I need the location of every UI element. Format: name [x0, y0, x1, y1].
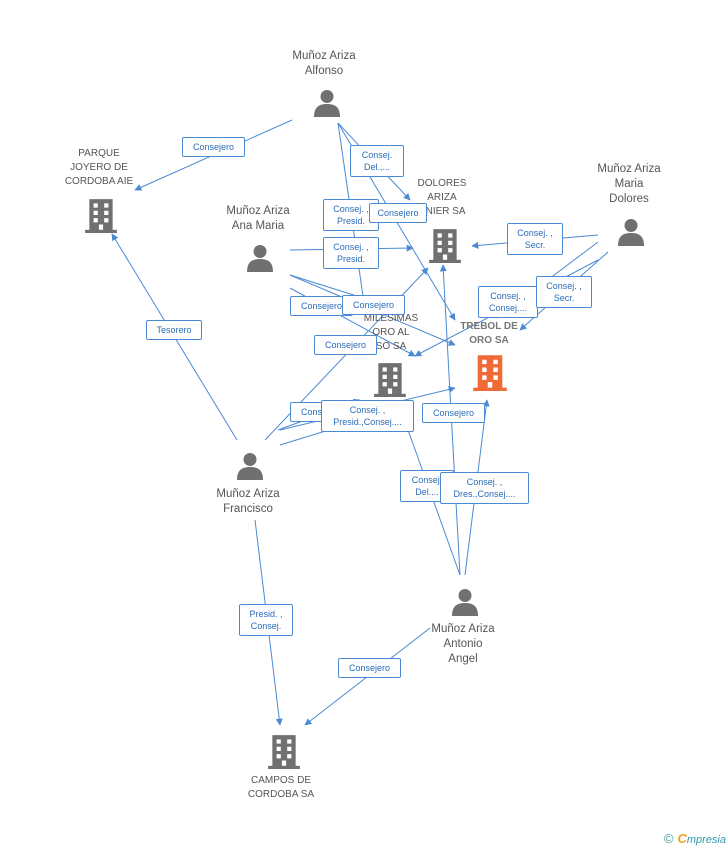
name-line: Muñoz Ariza: [226, 205, 290, 217]
name-line: Antonio: [443, 638, 483, 650]
name-line: CORDOBA SA: [247, 789, 315, 800]
person-icon[interactable]: [314, 90, 340, 117]
edge-label-line: Presid.: [336, 216, 365, 226]
logo-initial: C: [677, 831, 687, 846]
node-label-milesimas[interactable]: MILESIMAS ORO AL SO SA: [321, 312, 461, 354]
name-line: Ana Maria: [231, 220, 285, 232]
edge-label[interactable]: Consej. , Consej....: [478, 286, 538, 318]
node-label-alfonso[interactable]: Muñoz Ariza Alfonso: [254, 49, 394, 79]
edge-label-line: Consej. ,: [517, 228, 553, 238]
name-line: Dolores: [609, 193, 649, 205]
name-line: JOYERO DE: [70, 162, 128, 173]
edge-label-line: Consejero: [348, 663, 391, 673]
copyright-icon: ©: [663, 831, 674, 846]
name-line: Muñoz Ariza: [597, 163, 661, 175]
edge-label-line: Consej. ,: [546, 281, 582, 291]
edge-label[interactable]: Tesorero: [146, 320, 202, 340]
edge-label[interactable]: Consejero: [422, 403, 485, 423]
edge-label[interactable]: Consej. , Presid.,Consej....: [321, 400, 414, 432]
edge-label-line: Presid.,Consej....: [333, 417, 402, 427]
edge-label[interactable]: Consej. , Secr.: [536, 276, 592, 308]
node-label-antonio-angel[interactable]: Muñoz Ariza Antonio Angel: [393, 622, 533, 667]
node-label-parque-joyero[interactable]: PARQUE JOYERO DE CORDOBA AIE: [29, 147, 169, 189]
name-line: MILESIMAS: [363, 313, 419, 324]
name-line: ORO AL: [372, 327, 410, 338]
name-line: Muñoz Ariza: [431, 623, 495, 635]
name-line: Alfonso: [304, 65, 344, 77]
name-line: Muñoz Ariza: [216, 488, 280, 500]
edge-label-line: Consej. ,: [349, 405, 386, 415]
edge-label-line: Dres.,Consej....: [453, 489, 516, 499]
edge-label[interactable]: Consejero: [369, 203, 427, 223]
edge-label-line: Consej.: [250, 621, 282, 631]
edge-label-line: Consej.: [361, 150, 393, 160]
edge-label-line: Consej.: [411, 475, 443, 485]
name-line: Francisco: [223, 503, 273, 515]
edge-label-line: Consej. ,: [333, 242, 369, 252]
building-icon[interactable]: [374, 363, 406, 397]
edge-label-line: Secr.: [524, 240, 546, 250]
edge-label-line: Consej. ,: [333, 204, 369, 214]
edge-label-line: Consejero: [324, 340, 367, 350]
edge-label-line: Presid.: [336, 254, 365, 264]
edge-label[interactable]: Consej. , Presid.: [323, 237, 379, 269]
name-line: TREBOL DE: [460, 321, 518, 332]
edge-label-line: Consejero: [377, 208, 419, 218]
name-line: Maria: [614, 178, 644, 190]
edge-label[interactable]: Consej. , Secr.: [507, 223, 563, 255]
name-line: CORDOBA AIE: [64, 176, 134, 187]
edge-label-line: Del.,...: [363, 162, 390, 172]
edge-label-line: Consejero: [352, 300, 395, 310]
edge-label[interactable]: Consejero: [182, 137, 245, 157]
name-line: ARIZA: [427, 192, 457, 203]
logo-text: mpresia: [686, 834, 726, 846]
name-line: Muñoz Ariza: [292, 50, 356, 62]
name-line: Angel: [448, 653, 478, 665]
edge-label[interactable]: Consej. Del.,...: [350, 145, 404, 177]
building-icon[interactable]: [473, 355, 507, 391]
name-line: PARQUE: [78, 148, 120, 159]
brand-logo[interactable]: ©Cmpresia: [664, 831, 726, 846]
person-icon[interactable]: [452, 589, 478, 616]
name-line: CAMPOS DE: [250, 775, 311, 786]
edge-label[interactable]: Consejero: [314, 335, 377, 355]
node-label-trebol-de-oro[interactable]: TREBOL DE ORO SA: [419, 320, 559, 348]
edge-label-line: Consejero: [432, 408, 475, 418]
edge-label-line: Presid. ,: [249, 609, 283, 619]
edge-label-line: Consej. ,: [466, 477, 503, 487]
edge-label-line: Secr.: [553, 293, 575, 303]
building-icon[interactable]: [429, 229, 461, 263]
edge-label-line: Del....: [415, 487, 439, 497]
edge-label-line: Consejero: [300, 301, 343, 311]
person-icon[interactable]: [237, 453, 263, 480]
building-icon[interactable]: [85, 199, 117, 233]
name-line: RNIER SA: [418, 206, 466, 217]
node-label-francisco[interactable]: Muñoz Ariza Francisco: [178, 487, 318, 517]
edge-label[interactable]: Presid. , Consej.: [239, 604, 293, 636]
edge-label-line: Tesorero: [156, 325, 192, 335]
person-icon[interactable]: [618, 219, 644, 246]
person-icon[interactable]: [247, 245, 273, 272]
node-label-ana-maria[interactable]: Muñoz Ariza Ana Maria: [188, 204, 328, 234]
name-line: SO SA: [375, 341, 407, 352]
edge-label-line: Consejero: [192, 142, 235, 152]
edge-label[interactable]: Consejero: [342, 295, 405, 315]
name-line: ORO SA: [469, 335, 509, 346]
node-label-campos-cordoba[interactable]: CAMPOS DE CORDOBA SA: [211, 774, 351, 802]
node-label-dolores-ariza[interactable]: DOLORES ARIZA RNIER SA: [372, 177, 512, 219]
edge-label-line: Consej. ,: [490, 291, 526, 301]
node-label-maria-dolores[interactable]: Muñoz Ariza Maria Dolores: [559, 162, 699, 207]
name-line: DOLORES: [417, 178, 467, 189]
edge-label[interactable]: Consej. , Dres.,Consej....: [440, 472, 529, 504]
edge-label[interactable]: Consejero: [338, 658, 401, 678]
building-icon[interactable]: [268, 735, 300, 769]
edge-label-line: Consej....: [488, 303, 528, 313]
